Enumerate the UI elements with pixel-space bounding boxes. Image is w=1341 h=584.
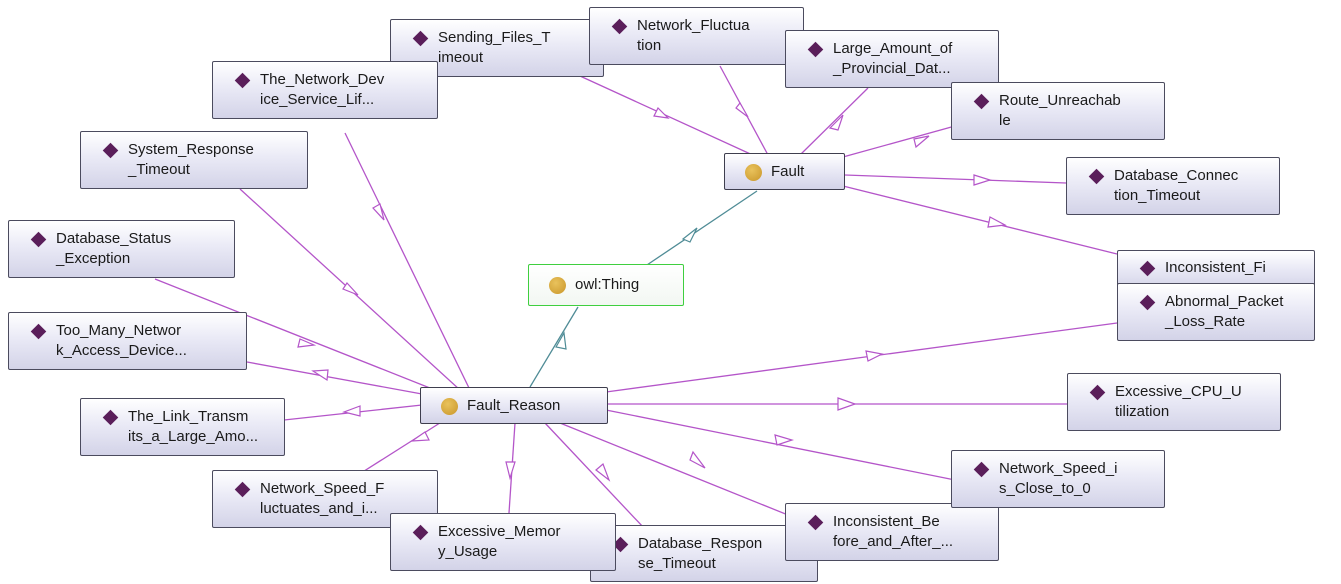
edge: [842, 185, 1118, 255]
class-label: owl:Thing: [575, 276, 640, 293]
individual-node-network-speed-close-zero[interactable]: Network_Speed_i s_Close_to_0: [951, 450, 1165, 508]
diamond-icon: [30, 323, 47, 340]
individual-label: The_Network_Dev ice_Service_Lif...: [260, 71, 385, 108]
individual-node-abnormal-packet-loss[interactable]: Abnormal_Packet _Loss_Rate: [1117, 283, 1315, 341]
fault-edges: [579, 65, 1118, 255]
edge-arrow: [653, 106, 670, 119]
edge-arrow: [681, 227, 698, 243]
diamond-icon: [412, 30, 429, 47]
individual-label: Too_Many_Networ k_Access_Device...: [56, 322, 187, 359]
diamond-icon: [807, 41, 824, 58]
class-node-fault-reason[interactable]: Fault_Reason: [420, 387, 608, 424]
edge: [842, 125, 956, 158]
individual-label: Sending_Files_T imeout: [438, 29, 551, 66]
individual-node-excessive-cpu-utilization[interactable]: Excessive_CPU_U tilization: [1067, 373, 1281, 431]
diamond-icon: [1089, 384, 1106, 401]
edge-arrow: [341, 405, 361, 417]
edge-arrow: [987, 216, 1007, 228]
edge-arrow: [828, 114, 844, 131]
edge-arrow: [865, 350, 884, 362]
edge-arrow: [297, 338, 317, 348]
edge-arrow: [774, 434, 795, 446]
circle-icon: [549, 277, 566, 294]
individual-label: Excessive_Memor y_Usage: [438, 523, 561, 560]
individual-label: Large_Amount_of _Provincial_Dat...: [833, 40, 953, 77]
edge-arrow: [409, 431, 430, 442]
individual-label: The_Link_Transm its_a_Large_Amo...: [128, 408, 259, 445]
edge-arrow: [837, 397, 857, 411]
individual-label: Network_Fluctua tion: [637, 17, 750, 54]
edge: [799, 87, 869, 156]
individual-node-system-response-timeout[interactable]: System_Response _Timeout: [80, 131, 308, 189]
individual-node-large-amount-provincial[interactable]: Large_Amount_of _Provincial_Dat...: [785, 30, 999, 88]
edge: [844, 174, 1067, 184]
edge: [605, 409, 956, 481]
individual-label: System_Response _Timeout: [128, 141, 254, 178]
individual-node-sending-files-timeout[interactable]: Sending_Files_T imeout: [390, 19, 604, 77]
diamond-icon: [412, 524, 429, 541]
diamond-icon: [973, 93, 990, 110]
edge: [246, 361, 423, 395]
individual-label: Database_Connec tion_Timeout: [1114, 167, 1239, 204]
individual-label: Route_Unreachab le: [999, 92, 1121, 129]
individual-label: Inconsistent_Fi: [1165, 259, 1266, 276]
individual-node-database-connection-timeout[interactable]: Database_Connec tion_Timeout: [1066, 157, 1280, 215]
individual-label: Database_Status _Exception: [56, 230, 172, 267]
circle-icon: [745, 164, 762, 181]
class-node-owl-thing[interactable]: owl:Thing: [528, 264, 684, 306]
fault-reason-edges: [154, 132, 1118, 546]
edge-arrow: [372, 203, 385, 221]
circle-icon: [441, 398, 458, 415]
diamond-icon: [234, 72, 251, 89]
edge-arrow: [342, 282, 359, 296]
individual-node-link-transmits-large[interactable]: The_Link_Transm its_a_Large_Amo...: [80, 398, 285, 456]
individual-label: Inconsistent_Be fore_and_After_...: [833, 513, 954, 550]
diamond-icon: [807, 514, 824, 531]
class-node-fault[interactable]: Fault: [724, 153, 845, 190]
individual-node-too-many-network-access[interactable]: Too_Many_Networ k_Access_Device...: [8, 312, 247, 370]
individual-label: Abnormal_Packet _Loss_Rate: [1165, 293, 1284, 330]
edge-arrow: [595, 462, 611, 482]
diamond-icon: [102, 142, 119, 159]
individual-label: Excessive_CPU_U tilization: [1115, 383, 1242, 420]
individual-node-network-fluctuation[interactable]: Network_Fluctua tion: [589, 7, 804, 65]
diamond-icon: [234, 481, 251, 498]
diamond-icon: [611, 18, 628, 35]
edge-fault-thing: [637, 190, 758, 272]
edge: [154, 278, 441, 393]
edge-arrow: [735, 101, 749, 118]
diamond-icon: [1139, 260, 1156, 277]
individual-label: Network_Speed_i s_Close_to_0: [999, 460, 1118, 497]
individual-node-database-response-timeout[interactable]: Database_Respon se_Timeout: [590, 525, 818, 582]
edge: [605, 322, 1118, 393]
edge-arrow: [311, 369, 329, 382]
edge-arrow: [913, 135, 930, 149]
class-label: Fault: [771, 163, 805, 180]
edge-arrow: [555, 331, 567, 350]
class-label: Fault_Reason: [467, 397, 561, 414]
edge-arrow: [973, 174, 993, 186]
edge-arrow: [689, 450, 706, 469]
edge-faultreason-thing: [529, 306, 579, 388]
individual-label: Database_Respon se_Timeout: [638, 535, 763, 572]
individual-node-route-unreachable[interactable]: Route_Unreachab le: [951, 82, 1165, 140]
edge-arrow: [505, 461, 516, 481]
individual-node-database-status-exception[interactable]: Database_Status _Exception: [8, 220, 235, 278]
diamond-icon: [30, 231, 47, 248]
diamond-icon: [973, 461, 990, 478]
edge: [344, 132, 471, 391]
edge: [544, 422, 661, 546]
individual-node-excessive-memory-usage[interactable]: Excessive_Memor y_Usage: [390, 513, 616, 571]
edge: [579, 75, 758, 158]
diamond-icon: [1139, 294, 1156, 311]
individual-node-inconsistent-before-after[interactable]: Inconsistent_Be fore_and_After_...: [785, 503, 999, 561]
individual-label: Network_Speed_F luctuates_and_i...: [260, 480, 385, 517]
diamond-icon: [1088, 168, 1105, 185]
diamond-icon: [102, 409, 119, 426]
individual-node-network-device-service-life[interactable]: The_Network_Dev ice_Service_Lif...: [212, 61, 438, 119]
